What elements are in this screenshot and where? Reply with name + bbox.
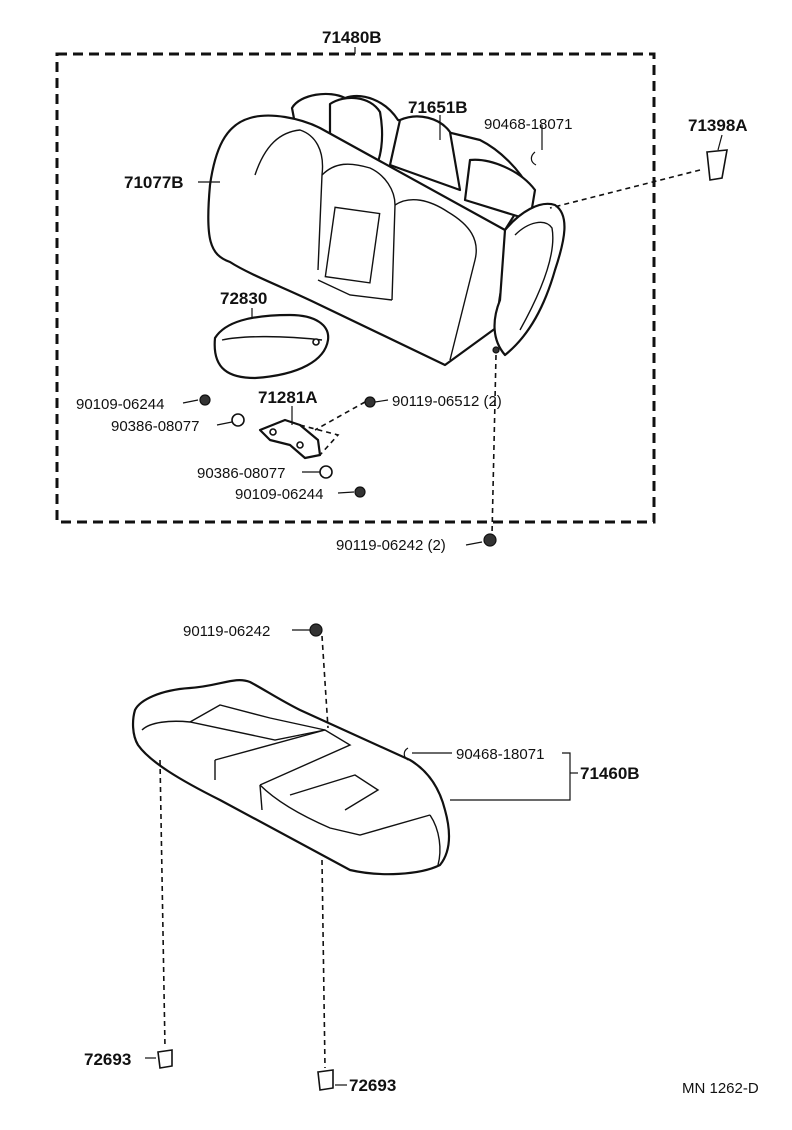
label-bolt-b: 90119-06512 (2) (392, 393, 502, 410)
label-armrest: 72830 (220, 289, 267, 308)
hook-icon (317, 1069, 334, 1091)
seatback-assembly-frame (55, 47, 656, 524)
label-bolt-a2: 90109-06244 (235, 486, 323, 503)
label-hook-left: 72693 (84, 1050, 131, 1069)
label-seatback-assy: 71480B (322, 28, 382, 47)
leaders-lower (145, 629, 578, 1086)
label-bolt-c: 90119-06242 (2) (336, 537, 446, 554)
label-bolt-a1: 90109-06244 (76, 396, 164, 413)
label-hinge-bracket: 71281A (258, 388, 318, 407)
label-nut-a1: 90386-08077 (111, 418, 199, 435)
label-hook-right: 72693 (349, 1076, 396, 1095)
seat-cushion (131, 679, 450, 876)
bolt-icon (309, 623, 323, 637)
label-seatback-pad: 71077B (124, 173, 184, 192)
pin-icon (492, 346, 500, 354)
hog-ring-icon (530, 151, 537, 166)
hog-ring-icon (403, 747, 409, 761)
hook-icon (157, 1049, 173, 1069)
bolt-icon (483, 533, 497, 547)
clip-icon (706, 149, 728, 181)
seatback-side-panel (493, 202, 566, 357)
label-hog-ring-lower: 90468-18071 (456, 746, 544, 763)
label-diagram-code: MN 1262-D (682, 1080, 759, 1097)
hardware-upper (199, 149, 728, 547)
nut-icon (231, 413, 245, 427)
part-labels: 71480B 71651B 90468-18071 71398A 71077B … (76, 28, 759, 1097)
hinge-bracket (258, 418, 340, 460)
label-nut-a2: 90386-08077 (197, 465, 285, 482)
bolt-icon (364, 396, 376, 408)
label-clip-upper: 71398A (688, 116, 748, 135)
label-bolt-cushion: 90119-06242 (183, 623, 270, 640)
label-cushion-assy: 71460B (580, 764, 640, 783)
nut-icon (319, 465, 333, 479)
bolt-icon (354, 486, 366, 498)
leaders-upper (182, 115, 723, 546)
armrest (213, 313, 330, 380)
bolt-icon (199, 394, 211, 406)
hardware-lower (157, 623, 409, 1091)
label-seatback-cover: 71651B (408, 98, 468, 117)
label-hog-ring-upper: 90468-18071 (484, 116, 572, 133)
